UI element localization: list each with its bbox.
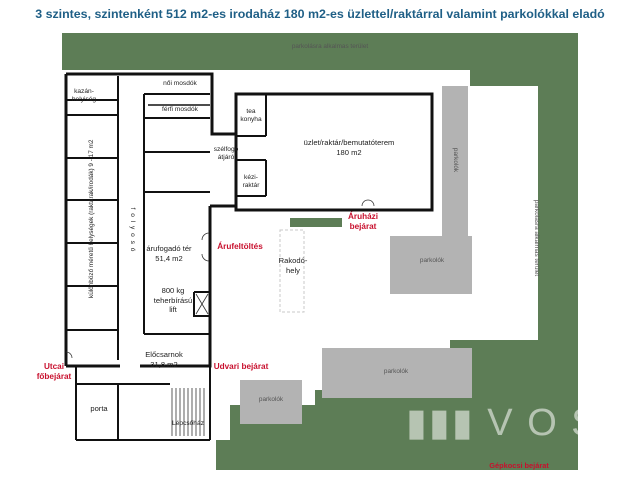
label-ferfi-mosdo: férfi mosdók (162, 106, 198, 113)
parking-lot-right-strip (470, 86, 538, 340)
label-kezi-raktar: kézi-raktár (242, 174, 260, 189)
label-parkolok-mid: parkolók (419, 257, 445, 264)
label-parkolok-vertical: parkolók (452, 147, 459, 173)
label-gepkocsi-bejarat: Gépkocsi bejárat (489, 461, 549, 470)
parking-lot-small (240, 380, 302, 424)
label-arufeltoltes: Árufeltöltés (217, 242, 263, 251)
label-parking-area-right: parkolásra alkalmas terület (533, 199, 540, 277)
label-parking-area-top: parkolásra alkalmas terület (291, 43, 369, 50)
loading-dock (279, 229, 305, 313)
label-noi-mosdo: női mosdók (163, 80, 197, 87)
label-kazan: kazán- helyiség (66, 88, 102, 104)
label-parkolok-small: parkolók (258, 396, 284, 403)
stairs (171, 388, 205, 436)
lift-shaft (195, 293, 209, 315)
office-walls (64, 72, 238, 441)
label-porta: porta (90, 404, 108, 413)
label-lepcsohaz: Lépcsőház (172, 420, 204, 427)
label-udvari-bejarat: Udvari bejárat (213, 362, 269, 371)
store-walls (234, 92, 434, 212)
label-rakodo: Rakodó-hely (278, 256, 308, 275)
label-offices: különböző méretű helységek (raktárak/iro… (88, 139, 95, 298)
page-title: 3 szintes, szintenként 512 m2-es irodahá… (35, 7, 605, 21)
parking-lot-vertical (442, 86, 468, 236)
parking-lot-mid (390, 236, 472, 294)
kazan-line2: helyiség (71, 96, 97, 103)
label-folyoso: f o l y o s ó (129, 207, 136, 253)
parking-lot-wide (322, 348, 472, 398)
door-swings (65, 199, 375, 359)
kazan-line1: kazán- (74, 88, 94, 95)
store-green-strip (290, 218, 342, 227)
watermark: ▮▮▮ V O S (406, 402, 599, 444)
label-parkolok-wide: parkolók (383, 368, 409, 375)
